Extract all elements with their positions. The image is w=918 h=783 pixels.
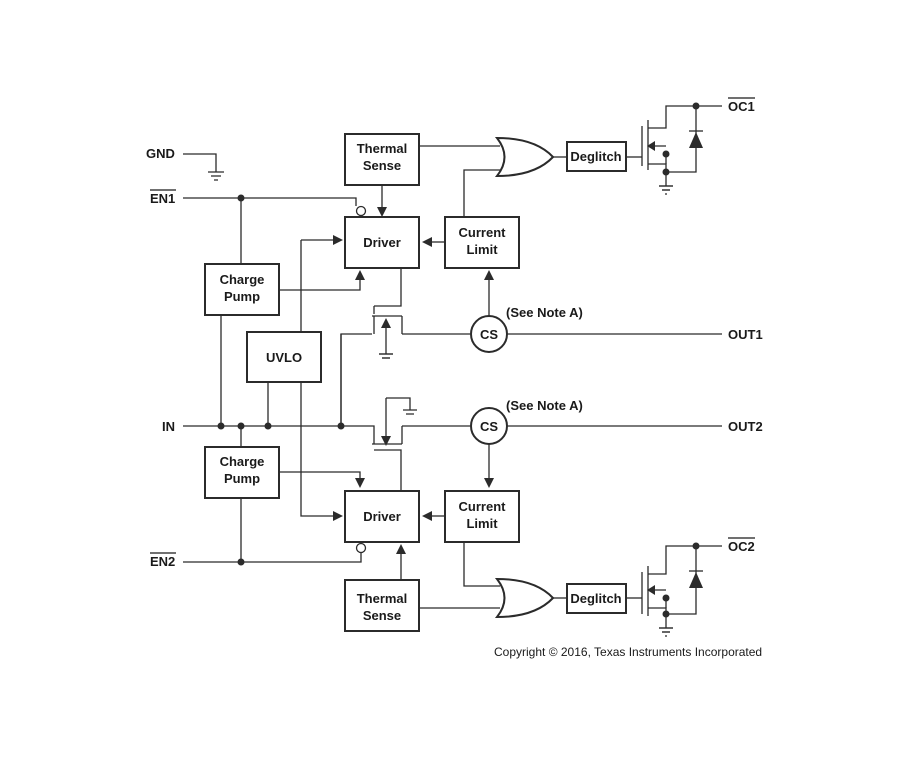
svg-text:Driver: Driver xyxy=(363,509,401,524)
cs-top: CS xyxy=(470,315,508,353)
arrow-up-icon xyxy=(381,318,391,328)
arrow-left-icon xyxy=(422,511,432,521)
arrow-left-icon xyxy=(647,585,655,595)
svg-text:Pump: Pump xyxy=(224,289,260,304)
pin-gnd: GND xyxy=(146,146,175,161)
arrow-left-icon xyxy=(422,237,432,247)
svg-text:Current: Current xyxy=(459,225,507,240)
arrow-down-icon xyxy=(484,478,494,488)
cs-bottom: CS xyxy=(470,407,508,445)
ground-icon xyxy=(379,353,393,359)
charge-pump-top: Charge Pump xyxy=(204,263,280,316)
arrows xyxy=(333,141,655,595)
svg-text:Thermal: Thermal xyxy=(357,591,408,606)
svg-text:Sense: Sense xyxy=(363,158,401,173)
arrow-up-icon xyxy=(355,270,365,280)
svg-text:CS: CS xyxy=(480,327,498,342)
arrow-down-icon xyxy=(355,478,365,488)
diode-top xyxy=(689,130,703,148)
pin-oc2: OC2 xyxy=(728,539,755,554)
diode-icon xyxy=(689,132,703,148)
svg-text:Thermal: Thermal xyxy=(357,141,408,156)
arrow-right-icon xyxy=(333,235,343,245)
junction-dots xyxy=(217,102,700,618)
pin-in: IN xyxy=(162,419,175,434)
svg-text:Sense: Sense xyxy=(363,608,401,623)
note-a-bottom: (See Note A) xyxy=(506,398,583,413)
arrow-right-icon xyxy=(333,511,343,521)
arrow-up-icon xyxy=(484,270,494,280)
inverter-bubble-en1 xyxy=(355,205,367,217)
arrow-left-icon xyxy=(647,141,655,151)
charge-pump-bottom: Charge Pump xyxy=(204,446,280,499)
svg-text:Charge: Charge xyxy=(220,454,265,469)
deglitch-bottom: Deglitch xyxy=(566,583,627,614)
ground-icon xyxy=(208,171,224,181)
uvlo-block: UVLO xyxy=(246,331,322,383)
deglitch-top: Deglitch xyxy=(566,141,627,172)
diode-icon xyxy=(689,572,703,588)
pin-out2: OUT2 xyxy=(728,419,763,434)
or-gate-bottom xyxy=(494,577,555,619)
ground-icon xyxy=(659,185,673,195)
svg-text:Current: Current xyxy=(459,499,507,514)
svg-text:Pump: Pump xyxy=(224,471,260,486)
current-limit-bottom: Current Limit xyxy=(444,490,520,543)
or-gate-top xyxy=(494,136,555,178)
pin-out1: OUT1 xyxy=(728,327,763,342)
copyright-notice: Copyright © 2016, Texas Instruments Inco… xyxy=(494,645,763,659)
svg-text:Limit: Limit xyxy=(466,242,498,257)
ground-symbols xyxy=(208,171,673,637)
pin-oc1: OC1 xyxy=(728,99,755,114)
arrow-up-icon xyxy=(396,544,406,554)
inverter-bubble-en2 xyxy=(355,542,367,554)
svg-text:UVLO: UVLO xyxy=(266,350,302,365)
driver-top: Driver xyxy=(344,216,420,269)
arrow-down-icon xyxy=(381,436,391,446)
thermal-sense-bottom: Thermal Sense xyxy=(344,579,420,632)
svg-text:CS: CS xyxy=(480,419,498,434)
svg-text:Deglitch: Deglitch xyxy=(570,591,621,606)
thermal-sense-top: Thermal Sense xyxy=(344,133,420,186)
current-limit-top: Current Limit xyxy=(444,216,520,269)
pin-en1: EN1 xyxy=(150,191,175,206)
wires xyxy=(183,105,722,633)
note-a-top: (See Note A) xyxy=(506,305,583,320)
pin-en2: EN2 xyxy=(150,554,175,569)
arrow-down-icon xyxy=(377,207,387,217)
svg-text:Driver: Driver xyxy=(363,235,401,250)
diode-bottom xyxy=(689,570,703,588)
svg-text:Charge: Charge xyxy=(220,272,265,287)
svg-text:Deglitch: Deglitch xyxy=(570,149,621,164)
driver-bottom: Driver xyxy=(344,490,420,543)
svg-text:Limit: Limit xyxy=(466,516,498,531)
ground-icon xyxy=(659,627,673,637)
